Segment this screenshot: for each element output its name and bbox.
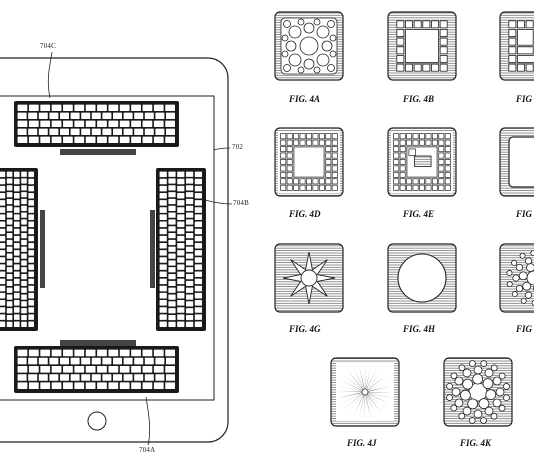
ref-704a: 704A xyxy=(139,446,156,454)
home-button xyxy=(87,411,107,431)
leader-704a xyxy=(145,396,151,446)
caption-fig-4k: FIG. 4K xyxy=(460,438,492,448)
caption-fig-4h: FIG. 4H xyxy=(403,324,436,334)
keyboard-top xyxy=(14,101,179,155)
figure-tile-4j xyxy=(330,357,400,427)
figure-tile-4c xyxy=(499,11,534,81)
figure-tile-4i xyxy=(499,243,534,313)
figure-tile-4a xyxy=(274,11,344,81)
figure-tiles xyxy=(274,11,534,427)
leader-704c xyxy=(47,51,53,99)
figure-tile-4g xyxy=(274,243,344,313)
caption-fig-4g: FIG. 4G xyxy=(289,324,321,334)
leader-702 xyxy=(213,147,231,151)
caption-fig-4c: FIG xyxy=(516,94,533,104)
tablet-device xyxy=(0,51,233,446)
caption-fig-4j: FIG. 4J xyxy=(347,438,377,448)
figure-tile-4f xyxy=(499,127,534,197)
figure-tile-4e xyxy=(387,127,457,197)
caption-fig-4d: FIG. 4D xyxy=(289,209,321,219)
figure-tile-4h xyxy=(387,243,457,313)
ref-704b: 704B xyxy=(233,199,249,207)
keyboard-right xyxy=(150,168,206,331)
figure-tile-4d xyxy=(274,127,344,197)
caption-fig-4i: FIG xyxy=(516,324,533,334)
figure-tile-4k xyxy=(443,357,513,427)
ref-704c: 704C xyxy=(40,42,56,50)
ref-702: 702 xyxy=(232,143,244,151)
caption-fig-4b: FIG. 4B xyxy=(403,94,435,104)
figure-tile-4b xyxy=(387,11,457,81)
keyboard-left xyxy=(0,168,45,331)
caption-fig-4a: FIG. 4A xyxy=(289,94,321,104)
keyboard-bottom xyxy=(14,340,179,393)
leader-704b xyxy=(204,199,233,205)
caption-fig-4f: FIG xyxy=(516,209,533,219)
caption-fig-4e: FIG. 4E xyxy=(403,209,435,219)
